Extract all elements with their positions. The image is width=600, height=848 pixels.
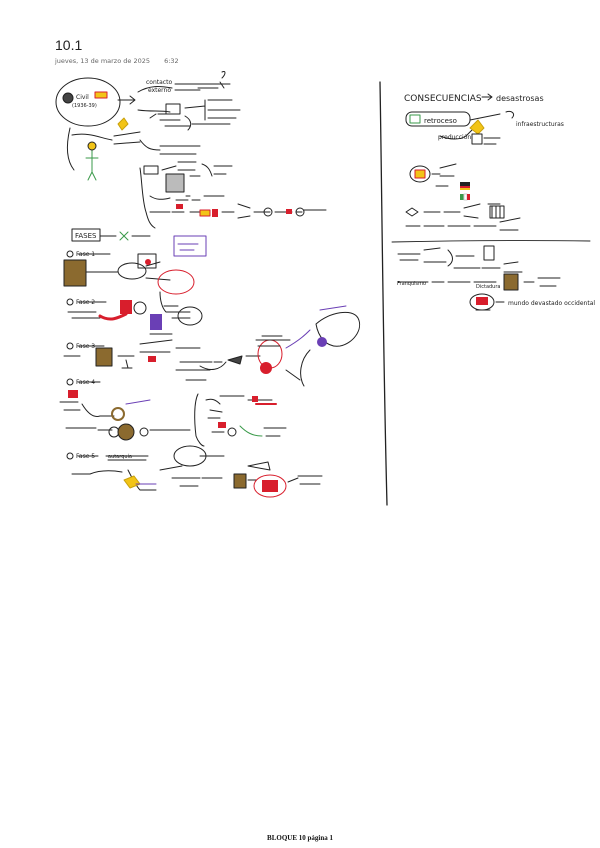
franco-photo	[165, 173, 185, 193]
page-time: 6:32	[164, 57, 179, 65]
franquismo-label: Franquismo	[397, 281, 426, 287]
fases-box	[71, 228, 101, 242]
fase4-label: Fase 4	[76, 379, 95, 386]
desastrosas-label: desastrosas	[496, 94, 544, 103]
page-footer: BLOQUE 10 página 1	[267, 834, 333, 842]
externo-label: externo	[148, 87, 171, 94]
retroceso-box	[405, 111, 471, 127]
page-date: jueves, 13 de marzo de 2025	[55, 57, 150, 65]
fase1-photo	[63, 259, 87, 287]
retroceso-label: retroceso	[424, 117, 457, 125]
spain-flag-icon	[94, 91, 108, 99]
fase2-label: Fase 2	[76, 299, 95, 306]
page-meta: jueves, 13 de marzo de 2025 6:32	[55, 57, 191, 65]
dictadura-label: Dictadura	[476, 284, 500, 290]
fase3-label: Fase 3	[76, 343, 95, 350]
produccion-label: producción	[438, 134, 471, 141]
fase5-label: Fase 5	[76, 453, 95, 460]
infraestructuras-label: infraestructuras	[516, 121, 564, 128]
page-title: 10.1	[55, 37, 83, 53]
mundo-label: mundo devastado occidental	[508, 300, 595, 307]
grenade-icon	[62, 92, 74, 104]
consecuencias-label: CONSECUENCIAS	[404, 94, 482, 104]
person-figure-icon	[85, 149, 99, 181]
contacto-label: contacto	[146, 79, 172, 86]
fase5-word: autarquía	[108, 453, 132, 460]
fases-label: FASES	[75, 232, 97, 240]
fase1-label: Fase 1	[76, 251, 95, 258]
civil-years-label: (1936-39)	[72, 103, 97, 109]
civil-label: Civil	[76, 94, 89, 101]
civil-circle	[55, 77, 121, 127]
right-divider-line	[391, 240, 591, 243]
